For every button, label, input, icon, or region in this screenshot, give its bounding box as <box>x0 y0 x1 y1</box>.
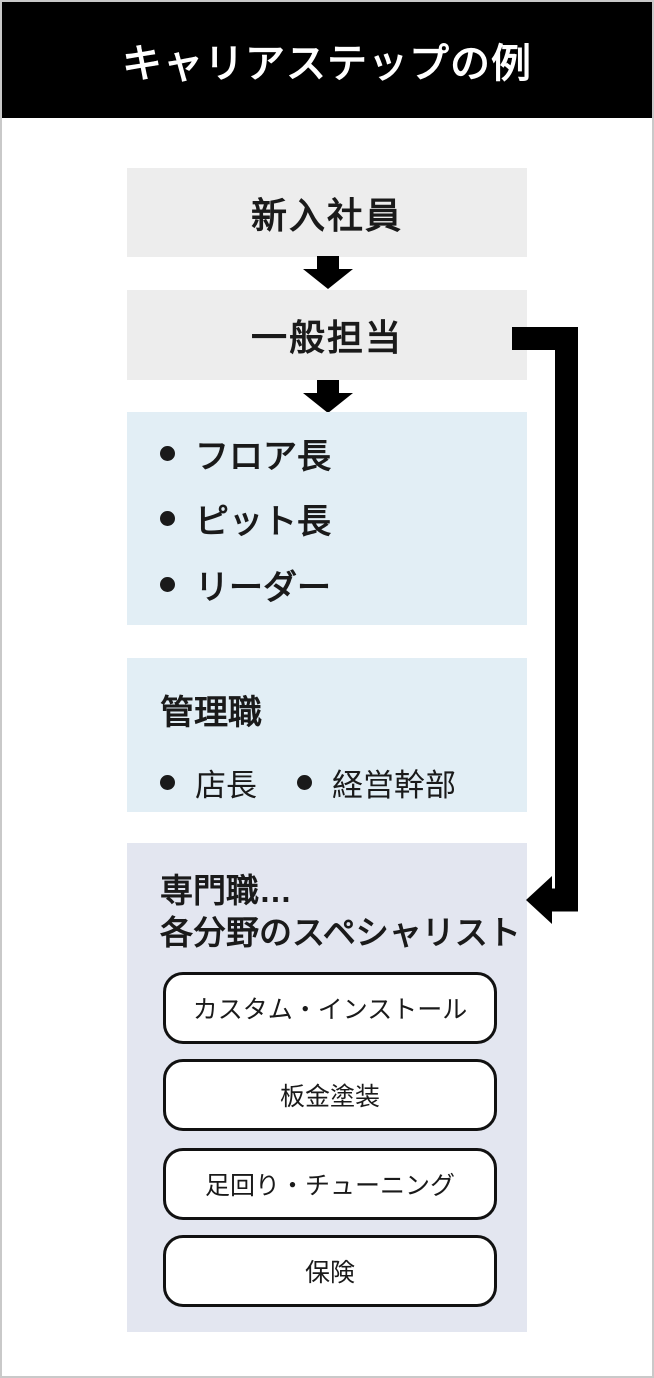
bullet-icon <box>160 775 175 790</box>
step-label: 新入社員 <box>250 194 403 236</box>
specialist-title-line1: 専門職… <box>160 872 292 909</box>
down-arrow-icon <box>303 256 353 289</box>
leaders-box: フロア長 ピット長 リーダー <box>127 412 527 625</box>
specialty-card-label: 板金塗装 <box>279 1083 380 1111</box>
down-arrow-icon <box>303 380 353 413</box>
bullet-icon <box>160 576 175 592</box>
bullet-icon <box>160 445 175 461</box>
list-item-label: ピット長 <box>195 503 331 541</box>
specialty-card-label: カスタム・インストール <box>192 996 468 1024</box>
step-box-new-employee: 新入社員 <box>127 168 527 257</box>
specialty-card-label: 保険 <box>304 1259 355 1287</box>
management-items: 店長 経営幹部 <box>160 760 527 805</box>
specialty-card-body-paint: 板金塗装 <box>163 1059 497 1131</box>
list-item: フロア長 <box>160 429 527 478</box>
specialty-card-custom-install: カスタム・インストール <box>163 972 497 1044</box>
list-item-label: フロア長 <box>195 437 331 476</box>
specialist-title-line2: 各分野のスペシャリスト <box>160 914 521 951</box>
specialist-title: 専門職… 各分野のスペシャリスト <box>127 843 527 954</box>
bullet-icon <box>160 511 175 526</box>
page-title: キャリアステップの例 <box>122 42 532 86</box>
diagram-header: キャリアステップの例 <box>2 2 652 118</box>
list-item: ピット長 <box>160 494 527 543</box>
list-item: 店長 <box>160 760 257 805</box>
management-box: 管理職 店長 経営幹部 <box>127 658 527 812</box>
specialty-card-label: 足回り・チューニング <box>204 1172 455 1200</box>
list-item-label: 経営幹部 <box>332 768 456 803</box>
list-item-label: リーダー <box>195 568 331 607</box>
list-item: リーダー <box>160 560 527 609</box>
specialist-box: 専門職… 各分野のスペシャリスト カスタム・インストール 板金塗装 足回り・チュ… <box>127 843 527 1332</box>
bullet-icon <box>297 775 312 790</box>
management-title: 管理職 <box>160 694 262 732</box>
specialty-card-insurance: 保険 <box>163 1235 497 1307</box>
list-item: 経営幹部 <box>297 760 456 805</box>
specialty-card-suspension-tuning: 足回り・チューニング <box>163 1148 497 1220</box>
list-item-label: 店長 <box>195 768 257 803</box>
step-label: 一般担当 <box>250 317 403 358</box>
step-box-general-staff: 一般担当 <box>127 290 527 380</box>
